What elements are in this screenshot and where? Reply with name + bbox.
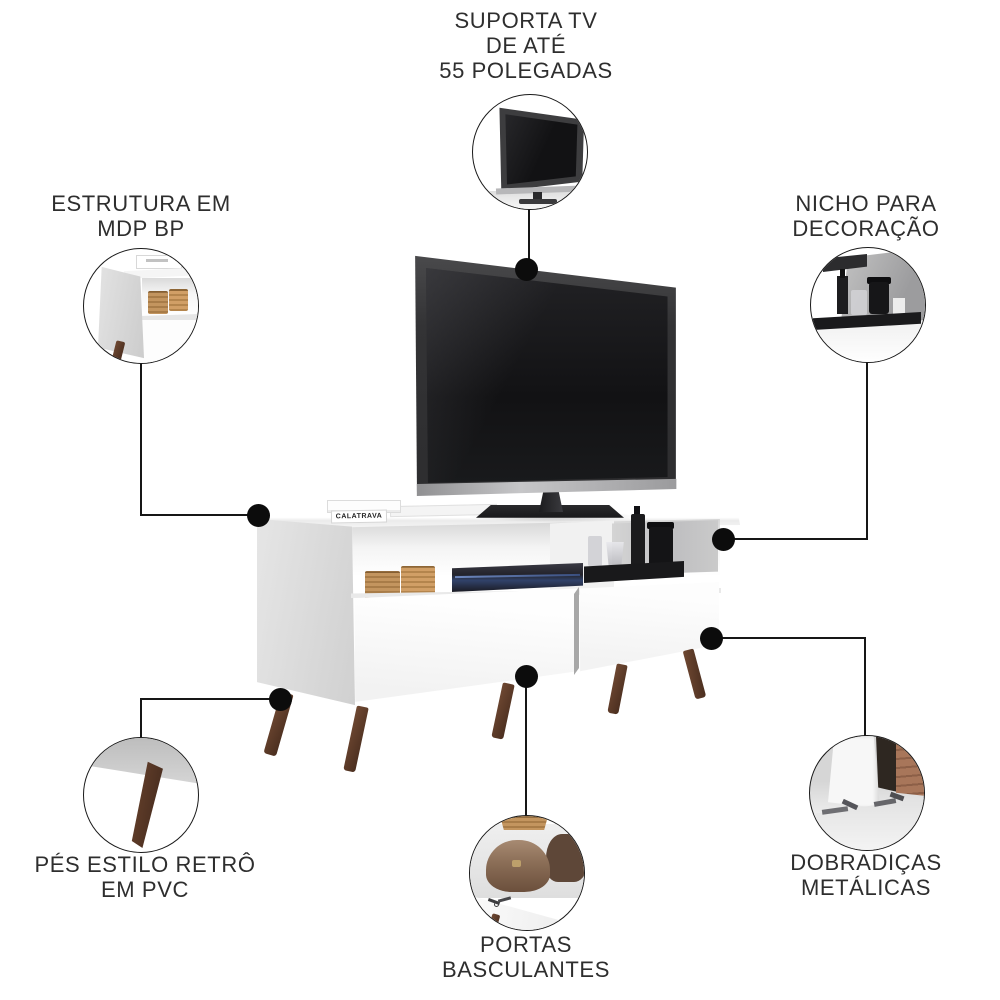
callout-label-decor-niche: NICHO PARA DECORAÇÃO [716, 191, 1000, 241]
mini-dark-door [876, 736, 898, 792]
right-door [579, 582, 719, 672]
connector-structure-vertical [140, 362, 142, 516]
label-line: PORTAS [479, 932, 573, 957]
detail-circle-tv [472, 94, 588, 210]
mini-tv-screen [505, 114, 578, 185]
label-line: MDP BP [97, 216, 185, 241]
label-line: DE ATÉ [485, 33, 567, 58]
connector-niche-vertical [866, 361, 868, 540]
detail-circle-doors [469, 815, 585, 931]
callout-label-retro-feet: PÉS ESTILO RETRÔ EM PVC [0, 852, 295, 902]
mini-white-panel [828, 736, 880, 808]
callout-dot-tv [515, 258, 538, 281]
mini-tv-neck [533, 192, 542, 200]
door-gap [574, 587, 579, 675]
callout-label-structure: ESTRUTURA EM MDP BP [0, 191, 291, 241]
leg-left-2 [343, 705, 369, 773]
connector-niche-horizontal [724, 538, 868, 540]
book-spine: CALATRAVA [330, 509, 388, 524]
left-door [354, 588, 577, 702]
connector-doors-vertical [525, 677, 527, 816]
tray-pump-bottle-top [634, 506, 640, 516]
callout-dot-feet [269, 688, 292, 711]
mini-books [136, 255, 182, 269]
mini-tv-base [519, 199, 557, 204]
tray-jar-lid [647, 522, 674, 529]
connector-hinges-horizontal [712, 637, 866, 639]
mini-brick-wall [896, 742, 924, 796]
detail-circle-structure [83, 248, 199, 364]
cabinet-left-panel [257, 518, 355, 706]
connector-tv-vertical [528, 208, 530, 271]
label-line: PÉS ESTILO RETRÔ [34, 852, 256, 877]
decor-tray [584, 561, 684, 583]
tray-pump-bottle [631, 514, 645, 566]
mini-basket-1 [148, 291, 168, 314]
callout-label-flap-doors: PORTAS BASCULANTES [376, 932, 676, 982]
mini-cabinet-bottom [84, 738, 198, 784]
mini-key-ring [494, 902, 499, 907]
label-line: ESTRUTURA EM [51, 191, 231, 216]
label-line: SUPORTA TV [454, 8, 598, 33]
mini-cup [893, 298, 905, 314]
connector-structure-horizontal [140, 514, 259, 516]
callout-label-metal-hinges: DOBRADIÇAS METÁLICAS [716, 850, 1000, 900]
detail-circle-hinges [809, 735, 925, 851]
mini-door-front [140, 320, 198, 363]
leg-right-2 [607, 663, 628, 715]
leg-front-right [682, 648, 707, 700]
label-line: 55 POLEGADAS [439, 58, 613, 83]
mini-jar [869, 282, 889, 314]
callout-label-tv-size: SUPORTA TV DE ATÉ 55 POLEGADAS [376, 8, 676, 83]
mini-jar-lid [867, 277, 891, 284]
mini-book-text [146, 259, 168, 262]
label-line: NICHO PARA [795, 191, 937, 216]
label-line: DECORAÇÃO [792, 216, 940, 241]
mini-hat-box-dark [546, 834, 584, 882]
detail-circle-niche [810, 247, 926, 363]
mini-basket-bottom [500, 816, 548, 830]
mini-hat-box-clasp [512, 860, 521, 867]
mini-basket-2 [169, 289, 188, 311]
tv-screen [425, 267, 668, 483]
callout-dot-structure [247, 504, 270, 527]
tv-neck [539, 489, 563, 512]
connector-hinges-vertical [864, 637, 866, 736]
label-line: EM PVC [101, 877, 189, 902]
mini-tv-corner [823, 254, 867, 272]
tray-glass-2 [606, 542, 624, 568]
tray-glass-1 [588, 536, 602, 566]
callout-dot-doors [515, 665, 538, 688]
callout-dot-hinges [700, 627, 723, 650]
label-line: DOBRADIÇAS [790, 850, 942, 875]
connector-feet-vertical [140, 698, 142, 737]
tray-jar [649, 527, 673, 567]
connector-feet-horizontal [140, 698, 281, 700]
mini-pump-top [840, 269, 845, 278]
leg-center [491, 682, 515, 740]
detail-circle-feet [83, 737, 199, 853]
mini-pump-bottle [837, 276, 848, 314]
mini-glass [851, 290, 867, 315]
mini-retro-leg [131, 761, 163, 848]
callout-dot-niche [712, 528, 735, 551]
label-line: BASCULANTES [442, 957, 610, 982]
mini-top-slab [124, 267, 198, 279]
label-line: METÁLICAS [800, 875, 932, 900]
